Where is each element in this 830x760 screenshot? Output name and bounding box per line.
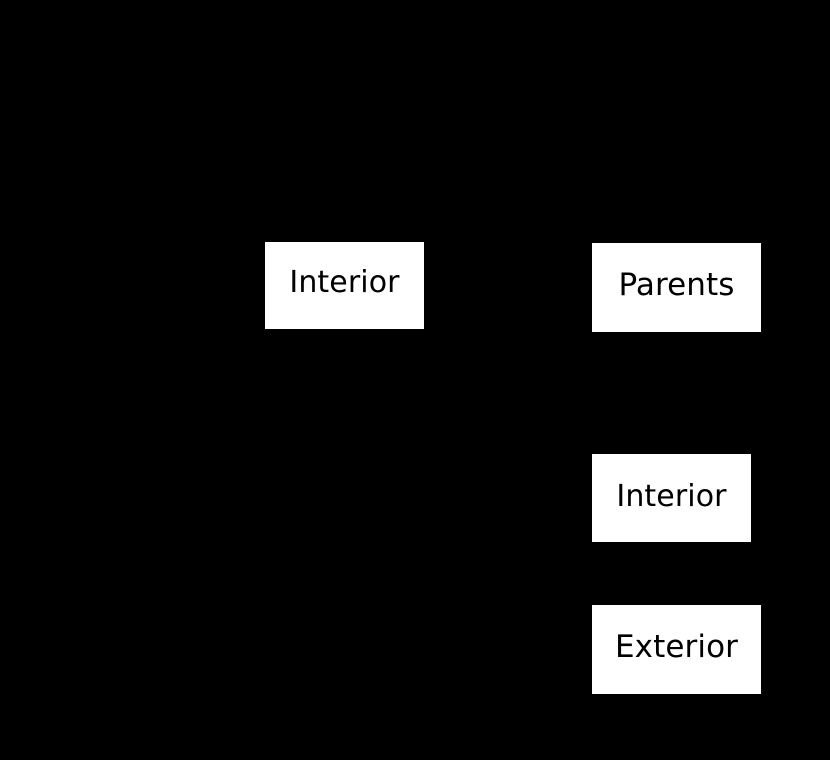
node-interior-left[interactable]: Interior — [265, 242, 424, 329]
node-label: Interior — [289, 264, 400, 300]
node-parents[interactable]: Parents — [592, 243, 761, 332]
node-label: Exterior — [614, 629, 739, 665]
node-exterior[interactable]: Exterior — [592, 605, 761, 694]
node-label: Interior — [616, 479, 727, 514]
node-label: Parents — [618, 267, 735, 303]
node-interior-right[interactable]: Interior — [592, 454, 751, 542]
